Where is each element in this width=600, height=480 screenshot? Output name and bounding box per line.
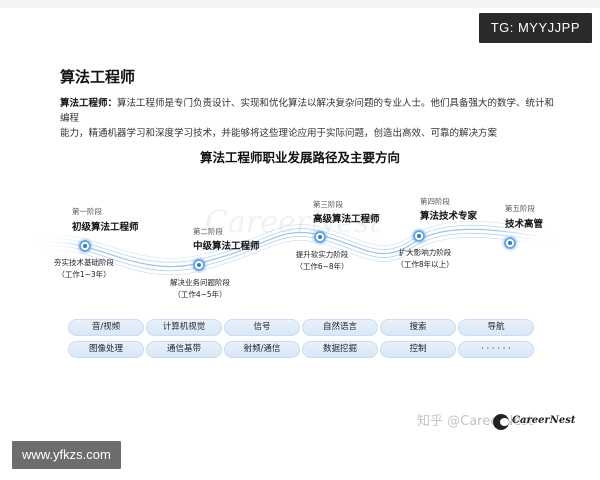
stage-5-label: 第五阶段 [505,204,535,213]
stage-4-years: （工作8年以上） [396,260,454,269]
direction-tag: 控制 [380,341,456,358]
stage-3-label: 第三阶段 [313,200,343,209]
background-watermark: CareerNest [205,205,382,240]
page-title: 算法工程师 [60,68,136,86]
stage-4-focus: 扩大影响力阶段 [398,248,452,257]
stage-4-label: 第四阶段 [420,197,450,206]
stage-4-title: 算法技术专家 [420,211,478,222]
intro-line1: 算法工程师是专门负责设计、实现和优化算法以解决复杂问题的专业人士。他们具备强大的… [60,98,555,124]
stage-2-label: 第二阶段 [193,227,223,236]
direction-tag: 音/视频 [68,319,144,336]
direction-tag: 自然语言 [302,319,378,336]
stage-3-focus: 提升软实力阶段 [295,250,349,259]
direction-tag: 通信基带 [146,341,222,358]
direction-tag: 计算机视觉 [146,319,222,336]
tg-badge: TG: MYYJJPP [478,13,592,43]
careernest-logo: CareerNest [493,412,588,434]
stage-1-title: 初级算法工程师 [72,222,139,233]
diagram-title: 算法工程师职业发展路径及主要方向 [199,150,400,165]
stage-2-title: 中级算法工程师 [193,241,260,252]
url-badge: www.yfkzs.com [12,441,121,469]
top-frame-strip [0,0,600,8]
stage-1-label: 第一阶段 [72,207,102,216]
stage-2-dot [193,259,205,271]
stage-2-years: （工作4~5年） [173,290,227,299]
intro-term: 算法工程师： [60,98,118,109]
stage-3-title: 高级算法工程师 [313,214,380,225]
stage-5-dot [504,237,516,249]
stage-1-years: （工作1~3年） [57,270,111,279]
stage-1-focus: 夯实技术基础阶段 [54,258,114,267]
direction-tag: 图像处理 [68,341,144,358]
direction-tag: 射频/通信 [224,341,300,358]
stage-2-focus: 解决业务问题阶段 [170,278,230,287]
direction-tag: 导航 [458,319,534,336]
stage-1-dot [79,240,91,252]
direction-tag-ellipsis: · · · · · · [458,341,534,358]
intro-paragraph: 算法工程师：算法工程师是专门负责设计、实现和优化算法以解决复杂问题的专业人士。他… [60,96,555,141]
intro-line2: 能力，精通机器学习和深度学习技术，并能够将这些理论应用于实际问题，创造出高效、可… [60,128,498,139]
careernest-logo-text: CareerNest [512,415,576,426]
careernest-logo-icon [493,414,509,430]
stage-3-years: （工作6~8年） [295,262,349,271]
direction-tag: 搜索 [380,319,456,336]
direction-tag: 数据挖掘 [302,341,378,358]
stage-3-dot [314,231,326,243]
stage-5-title: 技术高管 [505,219,544,230]
direction-tag: 信号 [224,319,300,336]
stage-4-dot [413,230,425,242]
